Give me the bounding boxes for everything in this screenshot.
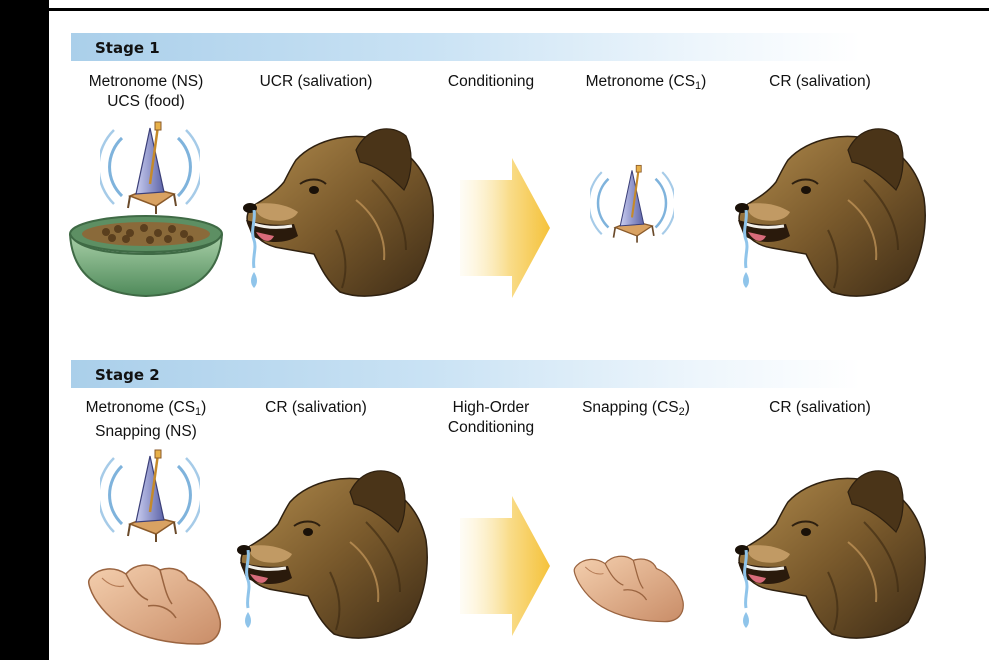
saliva-drip-icon [736,550,756,630]
metronome-icon [590,162,674,246]
snapping-hand-icon [572,548,688,624]
stage-1-col3-label: Conditioning [447,73,535,90]
label-text: Metronome (CS [85,399,196,416]
arrow-icon [460,158,550,298]
label-line: Conditioning [447,419,535,436]
stage-2-col1-label: Metronome (CS1) Snapping (NS) [86,398,207,442]
saliva-drip-icon [244,210,264,290]
saliva-drip-icon [238,550,258,630]
dog-head-icon [728,462,928,642]
label-line: Metronome (NS) [88,73,204,90]
metronome-icon [100,446,200,546]
stage-1-col1-label: Metronome (NS) UCS (food) [89,72,204,112]
dog-head-icon [236,120,436,300]
stage-2-col2-label: CR (salivation) [265,399,367,416]
stage-1-col4-label: Metronome (CS1) [586,72,707,96]
snapping-hand-icon [86,556,226,646]
label-text: ) [701,73,707,90]
saliva-drip-icon [736,210,756,290]
metronome-icon [100,118,200,218]
label-text: ) [684,399,690,416]
label-text: Metronome (CS [585,73,696,90]
dog-head-icon [230,462,430,642]
stage-2-header: Stage 2 [71,360,861,388]
label-line: High-Order [452,399,530,416]
label-line: Snapping (NS) [95,423,197,440]
label-line: UCS (food) [107,93,185,110]
label-text: ) [201,399,207,416]
label-subscript: 1 [195,406,202,418]
label-subscript: 2 [678,406,685,418]
stage-1-col5-label: CR (salivation) [769,73,871,90]
stage-2-col3-label: High-Order Conditioning [448,398,534,438]
stage-1-header: Stage 1 [71,33,861,61]
stage-2-col5-label: CR (salivation) [769,399,871,416]
food-bowl-icon [66,212,226,302]
dog-head-icon [728,120,928,300]
stage-1-title: Stage 1 [95,39,160,57]
label-line: Metronome (CS1) [86,398,207,422]
label-text: Snapping (CS [582,399,679,416]
label-subscript: 1 [695,80,702,92]
top-rule [49,8,989,11]
arrow-icon [460,496,550,636]
stage-2-col4-label: Snapping (CS2) [582,398,690,422]
left-black-bar [0,0,49,660]
stage-1-col2-label: UCR (salivation) [259,73,373,90]
stage-2-title: Stage 2 [95,366,160,384]
